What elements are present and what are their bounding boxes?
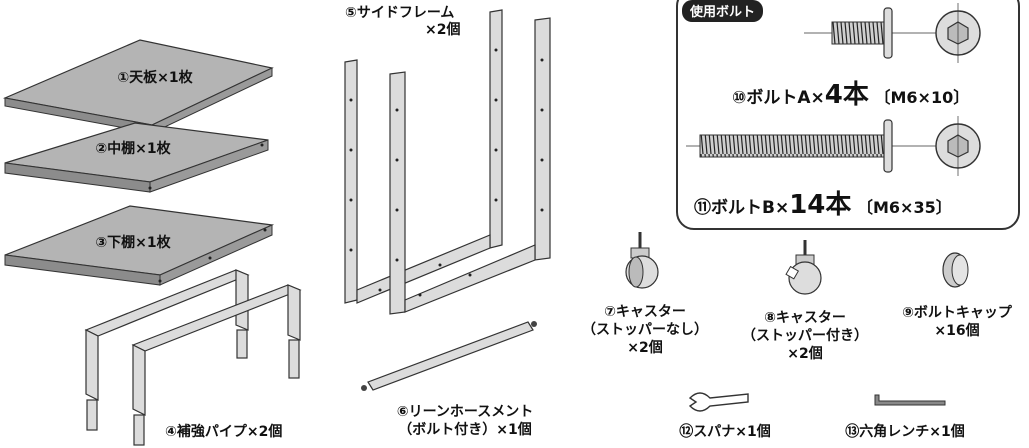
caster-b-label-2: （ストッパー付き） xyxy=(742,328,868,344)
caster-a-label-2: （ストッパーなし） xyxy=(582,322,708,338)
bottom-shelf-drawing xyxy=(4,205,275,286)
caster-a-label-3: ×2個 xyxy=(627,340,663,356)
bolt-tag: 使用ボルト xyxy=(682,0,764,22)
bolt-cap-label-2: ×16個 xyxy=(934,323,980,339)
bolt-b-prefix: ⑪ボルトB× xyxy=(694,198,790,218)
bolt-a-unit: 本 xyxy=(842,80,869,110)
bolt-a-drawing xyxy=(804,3,981,63)
reinforce-pipe-drawing xyxy=(84,269,302,446)
bolt-a-spec: 〔M6×10〕 xyxy=(874,88,970,107)
hex-wrench-label: ⑬六角レンチ×1個 xyxy=(845,424,965,440)
lean-horse-label-1: ⑥リーンホースメント xyxy=(396,404,534,420)
lean-horse-drawing xyxy=(361,321,537,391)
bolt-b-unit: 本 xyxy=(825,190,852,220)
middle-shelf-drawing xyxy=(4,122,269,193)
caster-a-label-1: ⑦キャスター xyxy=(604,304,686,320)
spanner-drawing xyxy=(688,392,749,412)
side-frame-label-1: ⑤サイドフレーム xyxy=(345,5,455,21)
hex-wrench-drawing xyxy=(874,394,946,406)
caster-b-drawing xyxy=(785,240,822,295)
caster-a-drawing xyxy=(625,232,659,289)
bolt-b-spec: 〔M6×35〕 xyxy=(856,198,952,217)
lean-horse-label-2: （ボルト付き）×1個 xyxy=(398,422,532,438)
reinforce-pipe-label: ④補強パイプ×2個 xyxy=(165,424,283,440)
bolt-cap-drawing xyxy=(942,252,969,288)
bolt-a-count: 4 xyxy=(824,80,843,110)
spanner-label: ⑫スパナ×1個 xyxy=(679,424,771,440)
bolt-a-label: ⑩ボルトA×4本 〔M6×10〕 xyxy=(732,74,969,111)
bottom-shelf-label: ③下棚×1枚 xyxy=(95,235,171,251)
caster-b-label-3: ×2個 xyxy=(787,346,823,362)
caster-b-label-1: ⑧キャスター xyxy=(764,310,846,326)
side-frame-drawing xyxy=(344,9,551,315)
middle-shelf-label: ②中棚×1枚 xyxy=(95,141,171,157)
bolt-b-drawing xyxy=(686,116,981,176)
bolt-b-count: 14 xyxy=(789,190,826,220)
side-frame-label-2: ×2個 xyxy=(425,22,461,38)
bolt-a-prefix: ⑩ボルトA× xyxy=(732,88,825,108)
bolt-b-label: ⑪ボルトB×14本 〔M6×35〕 xyxy=(694,184,952,221)
side-frame-holes xyxy=(349,48,544,297)
top-board-label: ①天板×1枚 xyxy=(117,70,193,86)
bolt-cap-label-1: ⑨ボルトキャップ xyxy=(902,305,1012,321)
top-board-drawing xyxy=(2,39,274,134)
